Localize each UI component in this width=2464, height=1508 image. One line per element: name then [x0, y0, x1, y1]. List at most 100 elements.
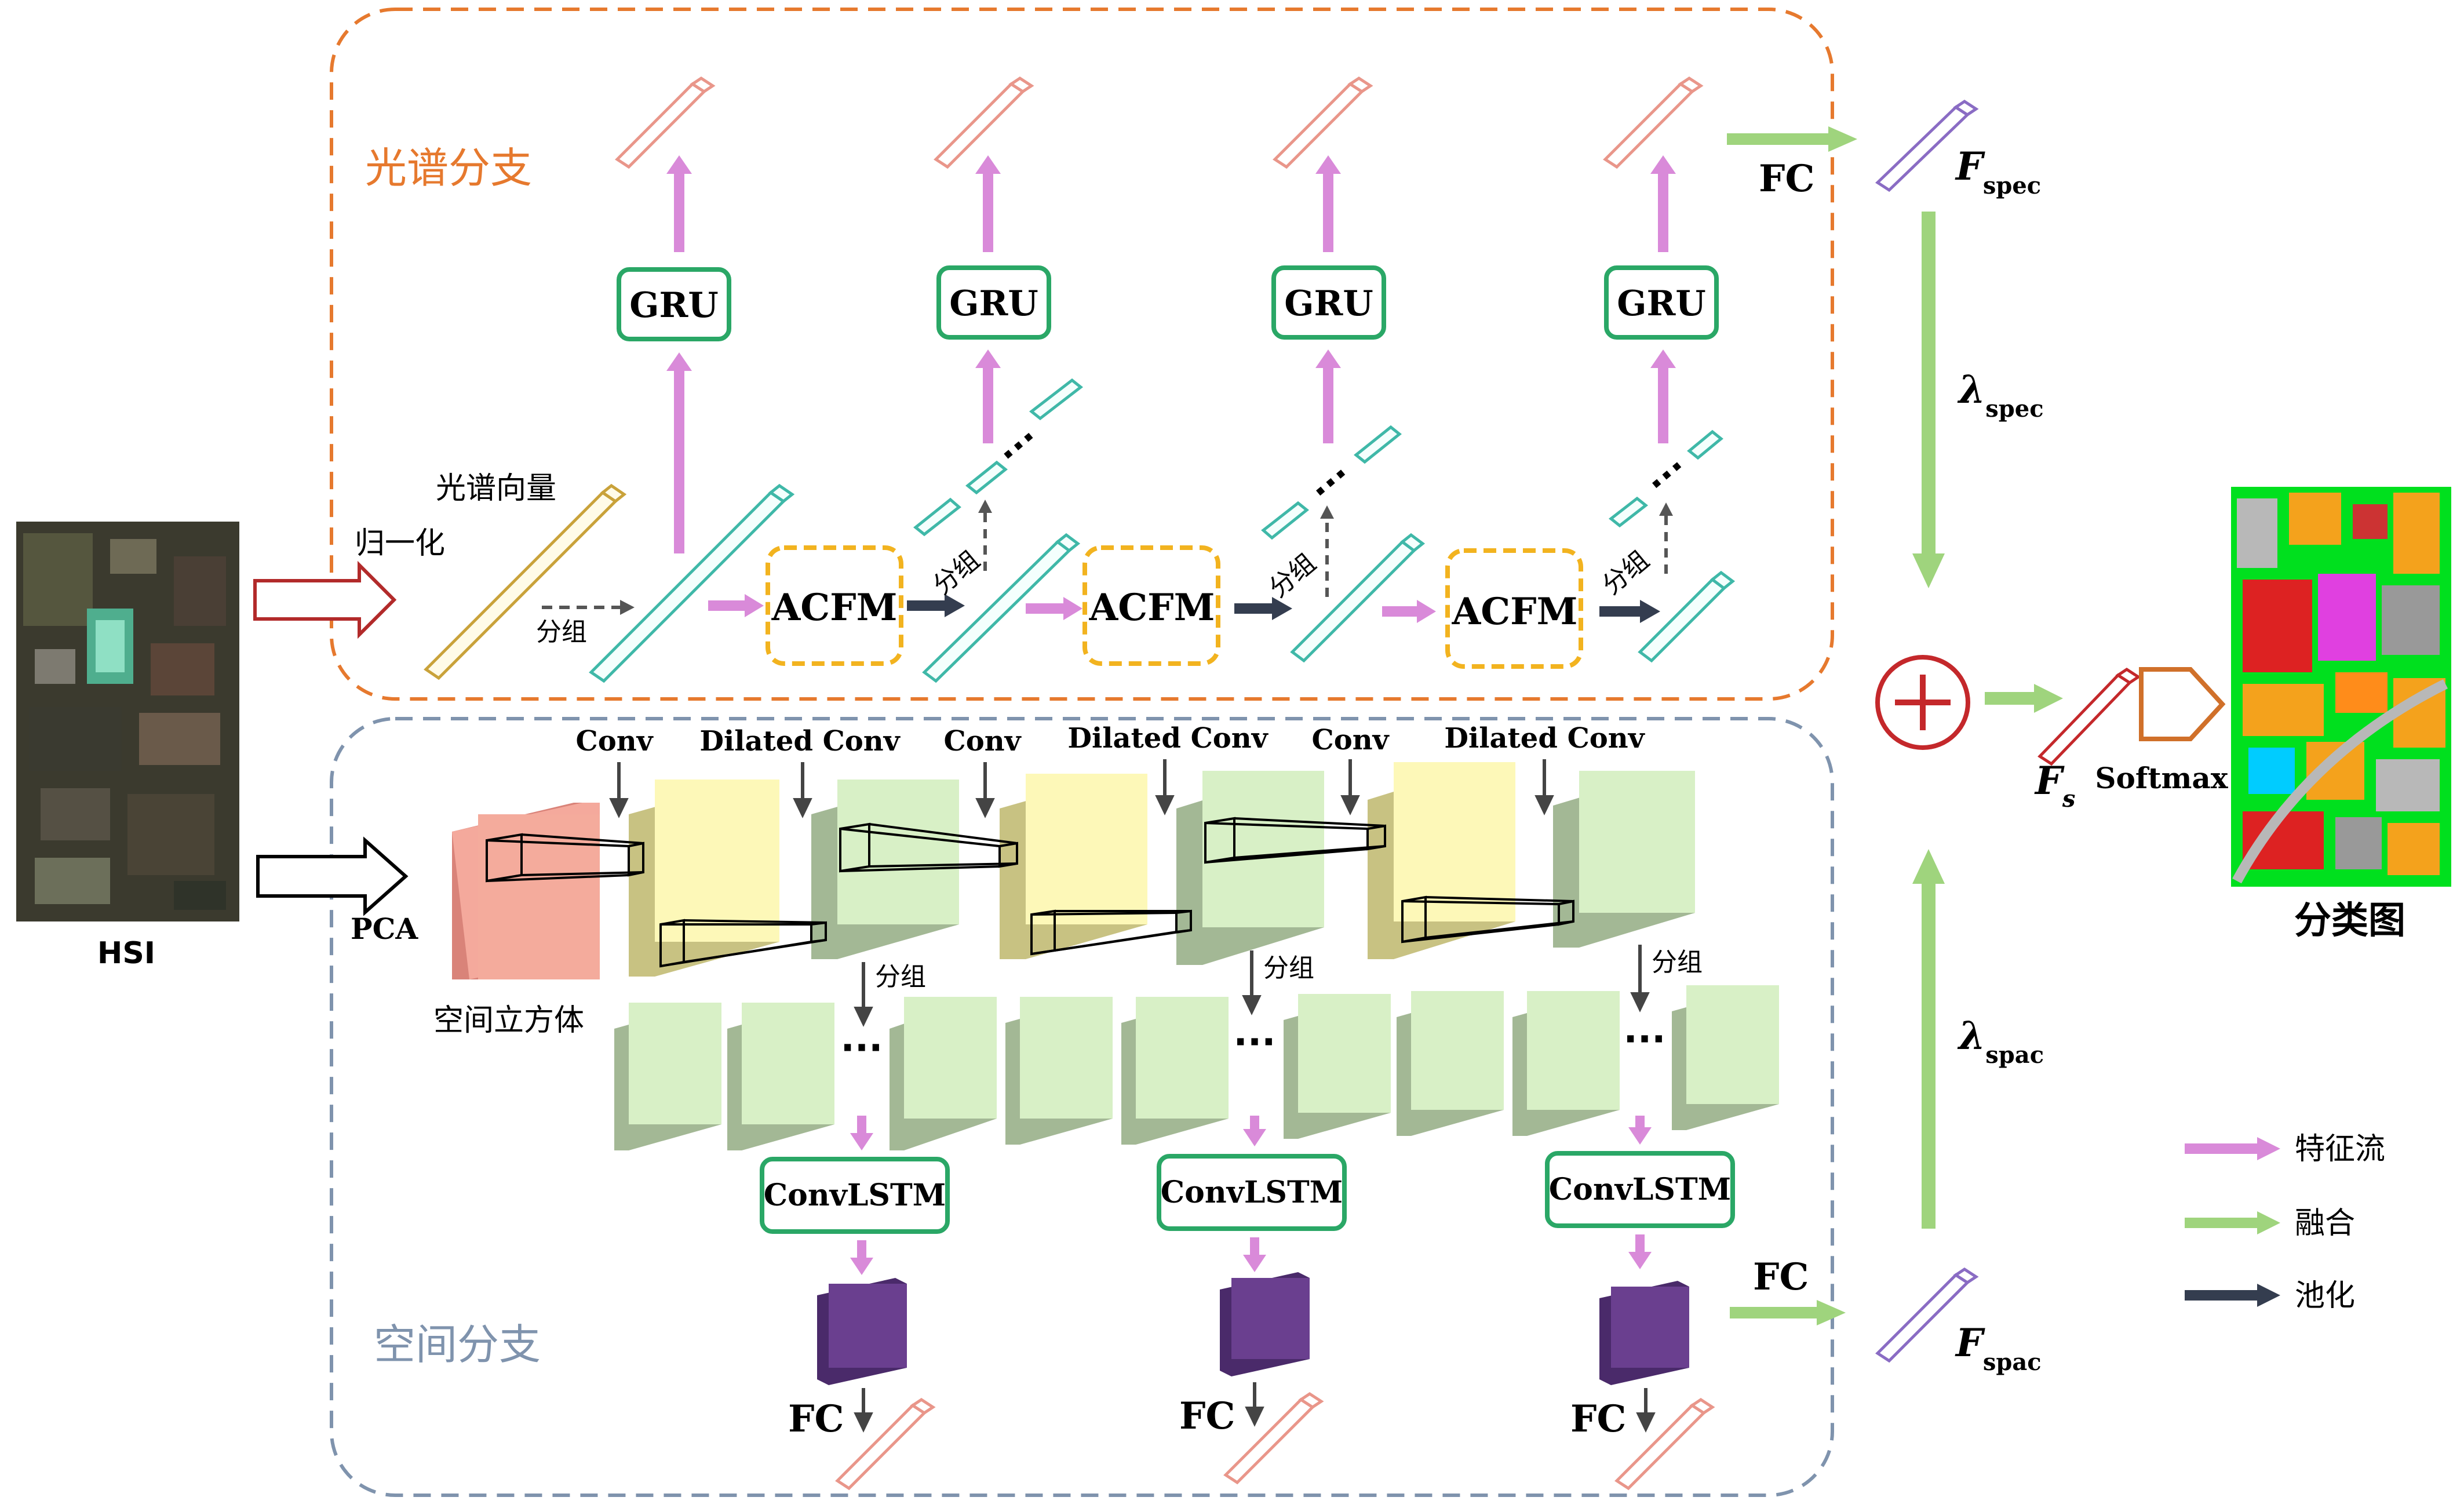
spatial-fc-label-2: FC — [1179, 1394, 1235, 1438]
green-feature-block — [1176, 771, 1324, 965]
small-block — [1672, 985, 1779, 1130]
green-arrow-head — [2034, 684, 2063, 713]
fs-label: Fs — [2034, 758, 2075, 813]
fspac-label: Fspac — [1955, 1320, 2042, 1376]
pink-arrow-head — [1650, 155, 1676, 174]
spatial-group-label-3: 分组 — [1652, 948, 1703, 977]
up-dashed-arrow-head — [1659, 502, 1673, 516]
purple-pooled-cube — [1599, 1281, 1689, 1385]
salmon-output-bar — [1614, 1398, 1715, 1491]
receptive-field-frustum — [486, 817, 1574, 968]
green-arrow-head — [1828, 126, 1857, 152]
spatial-branch-title: 空间分支 — [374, 1320, 541, 1369]
fspec-bar — [1875, 100, 1979, 192]
small-block — [1121, 997, 1229, 1145]
small-block — [1397, 991, 1504, 1136]
conv-label-2: Conv — [943, 725, 1022, 757]
gru-label-4: GRU — [1617, 283, 1705, 324]
spatial-branch-frame — [330, 717, 1834, 1497]
green-feature-block — [1553, 771, 1695, 948]
spatial-dots-2: ··· — [1234, 1021, 1276, 1064]
dark-arrow-head — [1640, 600, 1660, 623]
normalize-arrow — [253, 560, 397, 639]
small-block — [614, 1003, 721, 1150]
group-arrow-head — [620, 600, 635, 615]
acfm-block-3 — [1445, 548, 1583, 669]
group-blocks — [614, 985, 1779, 1150]
spatial-fc-label-1: FC — [788, 1397, 844, 1441]
spec-group-label-0: 分组 — [536, 617, 587, 647]
pink-arrow-head — [1315, 349, 1341, 368]
softmax-label: Softmax — [2095, 761, 2228, 795]
salmon-output-bar — [835, 1398, 936, 1491]
spatial-cube — [452, 803, 600, 979]
pink-arrow-head — [666, 155, 692, 174]
spectral-vector — [424, 483, 627, 680]
pink-arrow-head — [975, 155, 1001, 174]
conv-label-3: Conv — [1311, 724, 1390, 756]
up-dashed-arrow-head — [978, 500, 992, 513]
acfm-label-1: ACFM — [771, 586, 898, 629]
spac-fc-label: FC — [1753, 1255, 1809, 1299]
legend-feature-flow: 特征流 — [2295, 1132, 2385, 1167]
legend-pooling: 池化 — [2295, 1278, 2355, 1313]
dilated-conv-label-2: Dilated Conv — [1067, 722, 1269, 755]
dark-arrow-head — [945, 594, 965, 617]
fusion-add-icon — [1875, 655, 1970, 750]
dilated-conv-label-1: Dilated Conv — [699, 725, 901, 757]
purple-pooled-cube — [1220, 1272, 1310, 1376]
small-block — [1512, 991, 1620, 1136]
pink-arrow-head — [745, 594, 764, 617]
classmap-label: 分类图 — [2294, 899, 2405, 942]
spatial-group-label-2: 分组 — [1263, 953, 1314, 983]
conv-label-1: Conv — [575, 725, 654, 757]
acfm-label-3: ACFM — [1452, 590, 1578, 633]
normalize-label: 归一化 — [355, 526, 445, 561]
convlstm-label-2: ConvLSTM — [1161, 1175, 1343, 1210]
gru-block-1 — [617, 267, 731, 341]
purple-pooled-cube — [817, 1278, 907, 1385]
legend-fusion: 融合 — [2295, 1206, 2355, 1241]
spatial-group-arrows — [854, 945, 1650, 1027]
spatial-group-label-1: 分组 — [875, 962, 926, 992]
conv-labels: Conv Dilated Conv Conv Dilated Conv Conv… — [575, 722, 1645, 757]
gru-block-4 — [1604, 265, 1719, 340]
pca-label: PCA — [351, 912, 418, 946]
small-block — [890, 997, 997, 1150]
pink-arrow-head — [666, 352, 692, 371]
small-block — [1284, 994, 1391, 1139]
teal-group-chunk — [913, 378, 1084, 537]
acfm-block-2 — [1082, 545, 1220, 666]
conv-down-arrows — [609, 759, 1554, 818]
teal-group-chunk — [1608, 429, 1723, 528]
spec-group-label-1: 分组 — [927, 545, 985, 601]
fs-bar — [2037, 668, 2141, 766]
spatial-dots-1: ··· — [841, 1027, 883, 1070]
teal-group-chunk — [1261, 425, 1402, 540]
fspec-label: Fspec — [1955, 144, 2041, 199]
hsi-label: HSI — [97, 936, 155, 971]
green-arrow-head — [1912, 849, 1945, 884]
pink-arrow-head — [1315, 155, 1341, 174]
acfm-block-1 — [766, 545, 903, 666]
small-block — [1005, 997, 1113, 1145]
convlstm-block-2 — [1157, 1154, 1347, 1231]
up-dashed-arrow-head — [1320, 505, 1334, 519]
gru-label-1: GRU — [629, 285, 718, 326]
classification-map — [2231, 487, 2451, 887]
pink-arrow-head — [1650, 349, 1676, 368]
acfm-label-2: ACFM — [1089, 586, 1215, 629]
pink-arrow-head — [975, 349, 1001, 368]
legend: 特征流 融合 池化 — [2185, 1132, 2385, 1313]
pink-arrow-head — [1417, 600, 1436, 623]
spec-group-label-3: 分组 — [1597, 545, 1654, 601]
teal-feature-bar — [922, 533, 1081, 683]
spec-dots-2: ··· — [1303, 455, 1359, 512]
lambda-spac-label: λspac — [1957, 1013, 2044, 1069]
small-block — [727, 1003, 834, 1150]
salmon-output-bar — [1273, 77, 1373, 169]
spectral-branch-title: 光谱分支 — [365, 144, 532, 192]
spatial-cube-label: 空间立方体 — [433, 1003, 584, 1038]
yellow-feature-block — [629, 780, 779, 977]
yellow-feature-block — [1000, 774, 1147, 959]
